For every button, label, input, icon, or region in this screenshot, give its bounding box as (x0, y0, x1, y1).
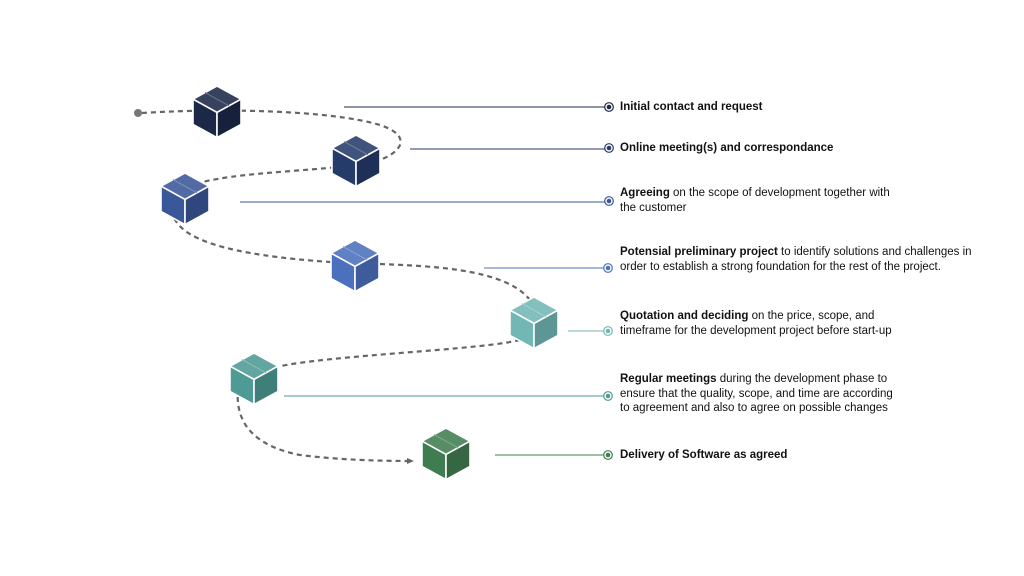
step-label: Initial contact and request (620, 100, 920, 115)
step-title: Initial contact and request (620, 101, 763, 113)
step-description: on the scope of development together wit… (620, 187, 890, 214)
target-dot-icon (603, 263, 613, 273)
cube-icon (192, 85, 242, 139)
target-dot-icon (603, 326, 613, 336)
target-dot-icon (604, 143, 614, 153)
step-label: Quotation and deciding on the price, sco… (620, 309, 895, 338)
step-description: during the development phase to ensure t… (620, 373, 893, 414)
step-title: Quotation and deciding (620, 310, 749, 322)
cube-icon (421, 427, 471, 481)
step-title: Delivery of Software as agreed (620, 449, 788, 461)
step-label: Regular meetings during the development … (620, 372, 900, 416)
cube-icon (509, 296, 559, 350)
target-dot-icon (603, 450, 613, 460)
step-label: Online meeting(s) and correspondance (620, 141, 940, 156)
cube-icon (330, 239, 380, 293)
step-title: Regular meetings (620, 373, 717, 385)
step-title: Agreeing (620, 187, 670, 199)
target-dot-icon (604, 196, 614, 206)
cube-icon (331, 134, 381, 188)
step-label: Potensial preliminary project to identif… (620, 245, 980, 274)
target-dot-icon (603, 391, 613, 401)
process-path (141, 109, 531, 461)
step-label: Delivery of Software as agreed (620, 448, 920, 463)
step-label: Agreeing on the scope of development tog… (620, 186, 890, 215)
cube-icon (229, 352, 279, 406)
step-description: on the price, scope, and timeframe for t… (620, 310, 892, 337)
target-dot-icon (604, 102, 614, 112)
cube-icon (160, 172, 210, 226)
step-description: to identify solutions and challenges in … (620, 246, 972, 273)
start-dot-icon (134, 109, 142, 117)
step-title: Online meeting(s) and correspondance (620, 142, 834, 154)
step-title: Potensial preliminary project (620, 246, 778, 258)
